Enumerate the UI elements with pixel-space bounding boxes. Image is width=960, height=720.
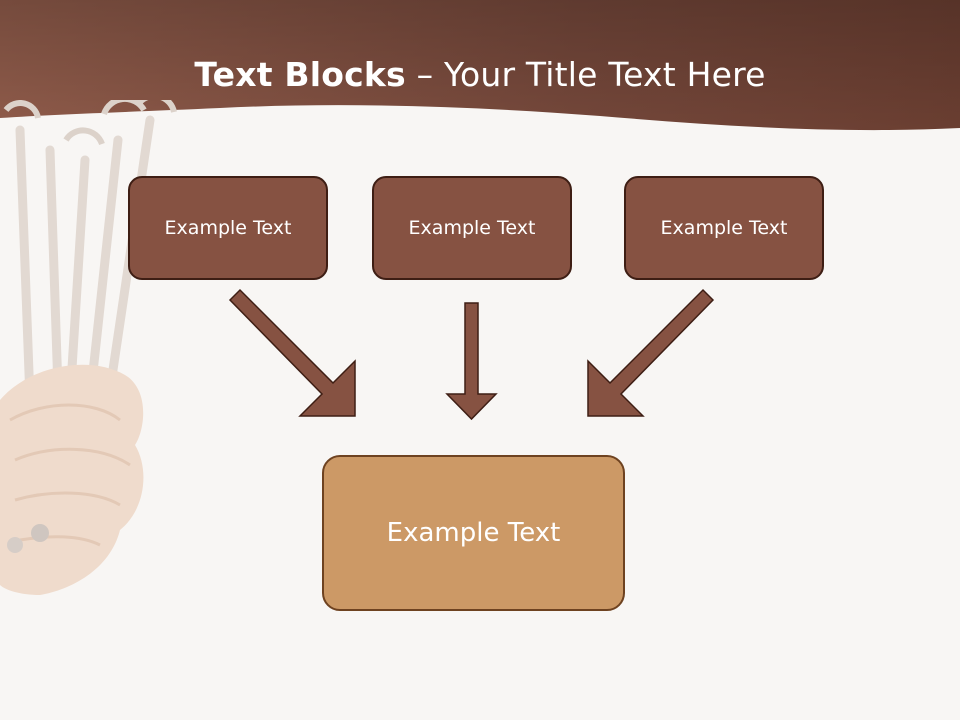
tools-hand-illustration (0, 100, 177, 595)
text-block-center[interactable]: Example Text (372, 176, 572, 280)
arrow-center-down (445, 302, 498, 421)
text-block-right[interactable]: Example Text (624, 176, 824, 280)
text-block-result[interactable]: Example Text (322, 455, 625, 611)
header-banner (0, 0, 960, 131)
title-separator: – (405, 55, 444, 94)
text-block-left[interactable]: Example Text (128, 176, 328, 280)
title-bold: Text Blocks (194, 55, 406, 94)
title-rest: Your Title Text Here (443, 55, 766, 94)
arrow-left-diagonal (228, 288, 356, 417)
page-title: Text Blocks – Your Title Text Here (0, 52, 960, 98)
arrow-right-diagonal (587, 288, 715, 417)
